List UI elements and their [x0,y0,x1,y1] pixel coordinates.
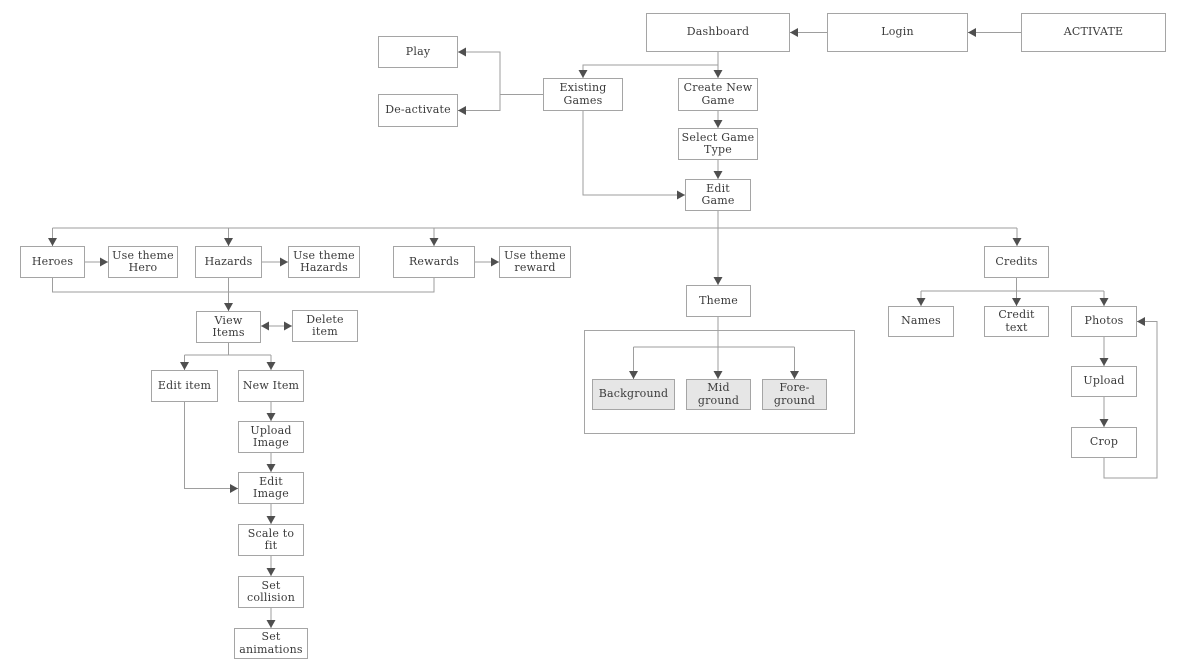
node-hazards: Hazards [195,246,262,278]
edge-existing-games-to-edit-game [582,111,685,200]
node-dashboard: Dashboard [646,13,790,52]
node-credit-text: Credit text [984,306,1049,337]
node-background: Background [592,379,675,410]
node-edit-item: Edit item [151,370,218,402]
node-set-animations: Set animations [234,628,308,659]
edge-view-items-split-bar [184,343,271,356]
node-fore-ground: Fore- ground [762,379,827,410]
node-theme: Theme [686,285,751,317]
node-view-items: View Items [196,311,261,343]
node-edit-game: Edit Game [685,179,751,211]
node-create-new-game: Create New Game [678,78,758,111]
edge-edit-item-to-edit-image [184,402,238,493]
node-login: Login [827,13,968,52]
node-photos: Photos [1071,306,1137,337]
edge-credits-split-bar [921,278,1104,292]
node-upload-image: Upload Image [238,421,304,453]
edge-dashboard-to-existing-games [578,64,718,78]
node-new-item: New Item [238,370,304,402]
edge-theme-split-bar [633,317,795,348]
node-play: Play [378,36,458,68]
node-activate: ACTIVATE [1021,13,1166,52]
node-heroes: Heroes [20,246,85,278]
node-theme-layers-panel [584,330,855,434]
node-use-theme-reward: Use theme reward [499,246,571,278]
edge-bottom-junction-bar [52,278,435,293]
node-edit-image: Edit Image [238,472,304,504]
node-scale-to-fit: Scale to fit [238,524,304,556]
node-use-theme-hero: Use theme Hero [108,246,178,278]
node-credits: Credits [984,246,1049,278]
edge-stub-to-play [458,47,501,95]
node-select-game-type: Select Game Type [678,128,758,160]
node-names: Names [888,306,954,337]
edge-stub-to-deactivate [458,94,501,115]
node-rewards: Rewards [393,246,475,278]
edge-crop-loop-to-photos [1103,317,1158,479]
node-use-theme-hazards: Use theme Hazards [288,246,360,278]
node-crop: Crop [1071,427,1137,458]
node-deactivate: De-activate [378,94,458,127]
node-upload: Upload [1071,366,1137,397]
node-set-collision: Set collision [238,576,304,608]
node-mid-ground: Mid ground [686,379,751,410]
node-existing-games: Existing Games [543,78,623,111]
node-delete-item: Delete item [292,310,358,342]
